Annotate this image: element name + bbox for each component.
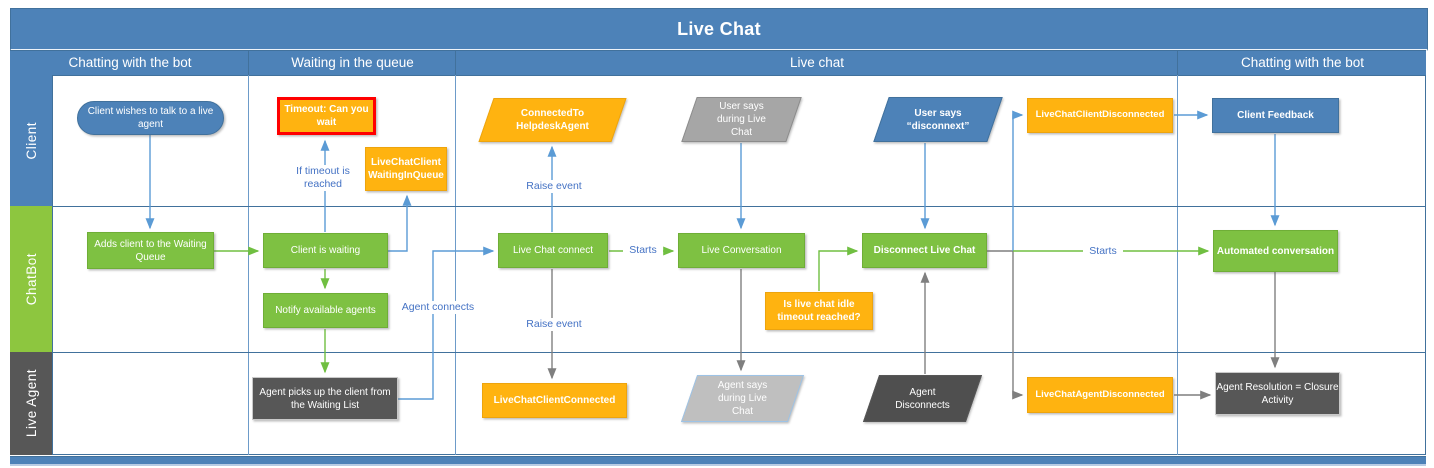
node-live-conversation: Live Conversation: [678, 233, 805, 268]
phase-label: Waiting in the queue: [291, 55, 414, 70]
node-label: Disconnect Live Chat: [873, 245, 976, 256]
node-agent-resolution-closure: Agent Resolution = Closure Activity: [1215, 372, 1340, 415]
edge-idletimeout-to-disconnect: [818, 246, 859, 291]
node-live-chat-connect: Live Chat connect: [498, 233, 608, 268]
node-livechatagentdisconnected: LiveChatAgentDisconnected: [1027, 377, 1173, 413]
node-label: Notify available agents: [275, 305, 376, 316]
node-label: ConnectedTo HelpdeskAgent: [516, 108, 589, 132]
edge-label-raise-event-top: Raise event: [520, 180, 588, 194]
edge-label-raise-event-bottom: Raise event: [520, 318, 588, 332]
diagram-bottom-bar: [10, 456, 1426, 466]
edge-label-agent-connects: Agent connects: [397, 301, 479, 315]
node-livechatclientconnected: LiveChatClientConnected: [482, 383, 627, 418]
column-divider: [455, 75, 456, 455]
lane-divider: [52, 352, 1426, 353]
lane-label-live-agent: Live Agent: [10, 352, 52, 455]
edge-disconnect-to-clientdisconnected: [1012, 110, 1024, 251]
node-label: Live Chat connect: [512, 245, 594, 256]
node-label: LiveChatClientDisconnected: [1035, 109, 1165, 121]
node-livechatclient-waitinginqueue: LiveChatClient WaitingInQueue: [365, 147, 447, 191]
column-divider: [248, 75, 249, 455]
phase-waiting-in-queue: Waiting in the queue: [248, 50, 456, 75]
node-disconnect-live-chat: Disconnect Live Chat: [862, 233, 987, 268]
node-label: Timeout: Can you wait: [284, 104, 369, 128]
phase-header-row: [10, 50, 1426, 77]
edge-waiting-to-waitinginqueue-event: [388, 194, 412, 252]
node-label: Agent Disconnects: [895, 386, 950, 411]
node-label: Client is waiting: [290, 245, 361, 256]
phase-label: Live chat: [789, 55, 845, 70]
node-label: Agent picks up the client from the Waiti…: [259, 386, 391, 411]
edge-disconnect-to-agentdisconnected: [1012, 251, 1024, 400]
phase-chatting-with-bot-2: Chatting with the bot: [1177, 50, 1427, 75]
node-user-says-during-live-chat: User says during Live Chat: [683, 97, 800, 142]
node-label: Client Feedback: [1237, 110, 1314, 121]
node-connectedto-helpdeskagent: ConnectedTo HelpdeskAgent: [480, 98, 625, 142]
edge-agentpicks-to-livechatconnect: [398, 246, 495, 400]
lane-label-client: Client: [10, 75, 52, 206]
node-livechatclientdisconnected: LiveChatClientDisconnected: [1027, 98, 1173, 133]
node-agent-disconnects: Agent Disconnects: [865, 375, 980, 422]
phase-chatting-with-bot-1: Chatting with the bot: [12, 50, 248, 75]
node-label: User says “disconnext”: [906, 107, 970, 132]
phase-label: Chatting with the bot: [68, 55, 192, 70]
diagram-title: Live Chat: [677, 18, 761, 39]
node-label: Agent says during Live Chat: [717, 380, 768, 417]
lane-divider: [52, 206, 1426, 207]
node-label: Agent Resolution = Closure Activity: [1216, 381, 1339, 406]
edge-label-starts-1: Starts: [623, 244, 663, 258]
node-label: LiveChatAgentDisconnected: [1035, 388, 1165, 400]
phase-label: Chatting with the bot: [1240, 55, 1365, 70]
node-client-is-waiting: Client is waiting: [263, 233, 388, 268]
node-label: LiveChatClient WaitingInQueue: [368, 157, 444, 181]
node-notify-available-agents: Notify available agents: [263, 293, 388, 328]
node-user-says-disconnext: User says “disconnext”: [875, 97, 1001, 142]
edge-label-starts-2: Starts: [1083, 245, 1123, 259]
node-label: Is live chat idle timeout reached?: [777, 299, 861, 323]
lane-label-chatbot: ChatBot: [10, 206, 52, 352]
node-client-feedback: Client Feedback: [1212, 98, 1339, 133]
column-divider: [1177, 75, 1178, 455]
node-label: Adds client to the Waiting Queue: [94, 238, 207, 263]
node-label: LiveChatClientConnected: [493, 395, 616, 406]
node-agent-says-during-live-chat: Agent says during Live Chat: [683, 375, 802, 422]
node-adds-client-to-queue: Adds client to the Waiting Queue: [87, 232, 214, 269]
edge-label-if-timeout: If timeout is reached: [294, 165, 352, 192]
phase-live-chat: Live chat: [455, 50, 1178, 75]
node-automated-conversation: Automated conversation: [1213, 230, 1338, 272]
node-label: Client wishes to talk to a live agent: [87, 106, 214, 130]
node-label: Automated conversation: [1216, 245, 1335, 257]
node-label: User says during Live Chat: [717, 101, 766, 138]
node-client-wishes: Client wishes to talk to a live agent: [77, 101, 224, 135]
node-label: Live Conversation: [701, 245, 782, 256]
node-idle-timeout-reached: Is live chat idle timeout reached?: [765, 292, 873, 330]
node-timeout-can-you-wait: Timeout: Can you wait: [277, 97, 376, 135]
node-agent-picks-up-client: Agent picks up the client from the Waiti…: [252, 377, 398, 420]
